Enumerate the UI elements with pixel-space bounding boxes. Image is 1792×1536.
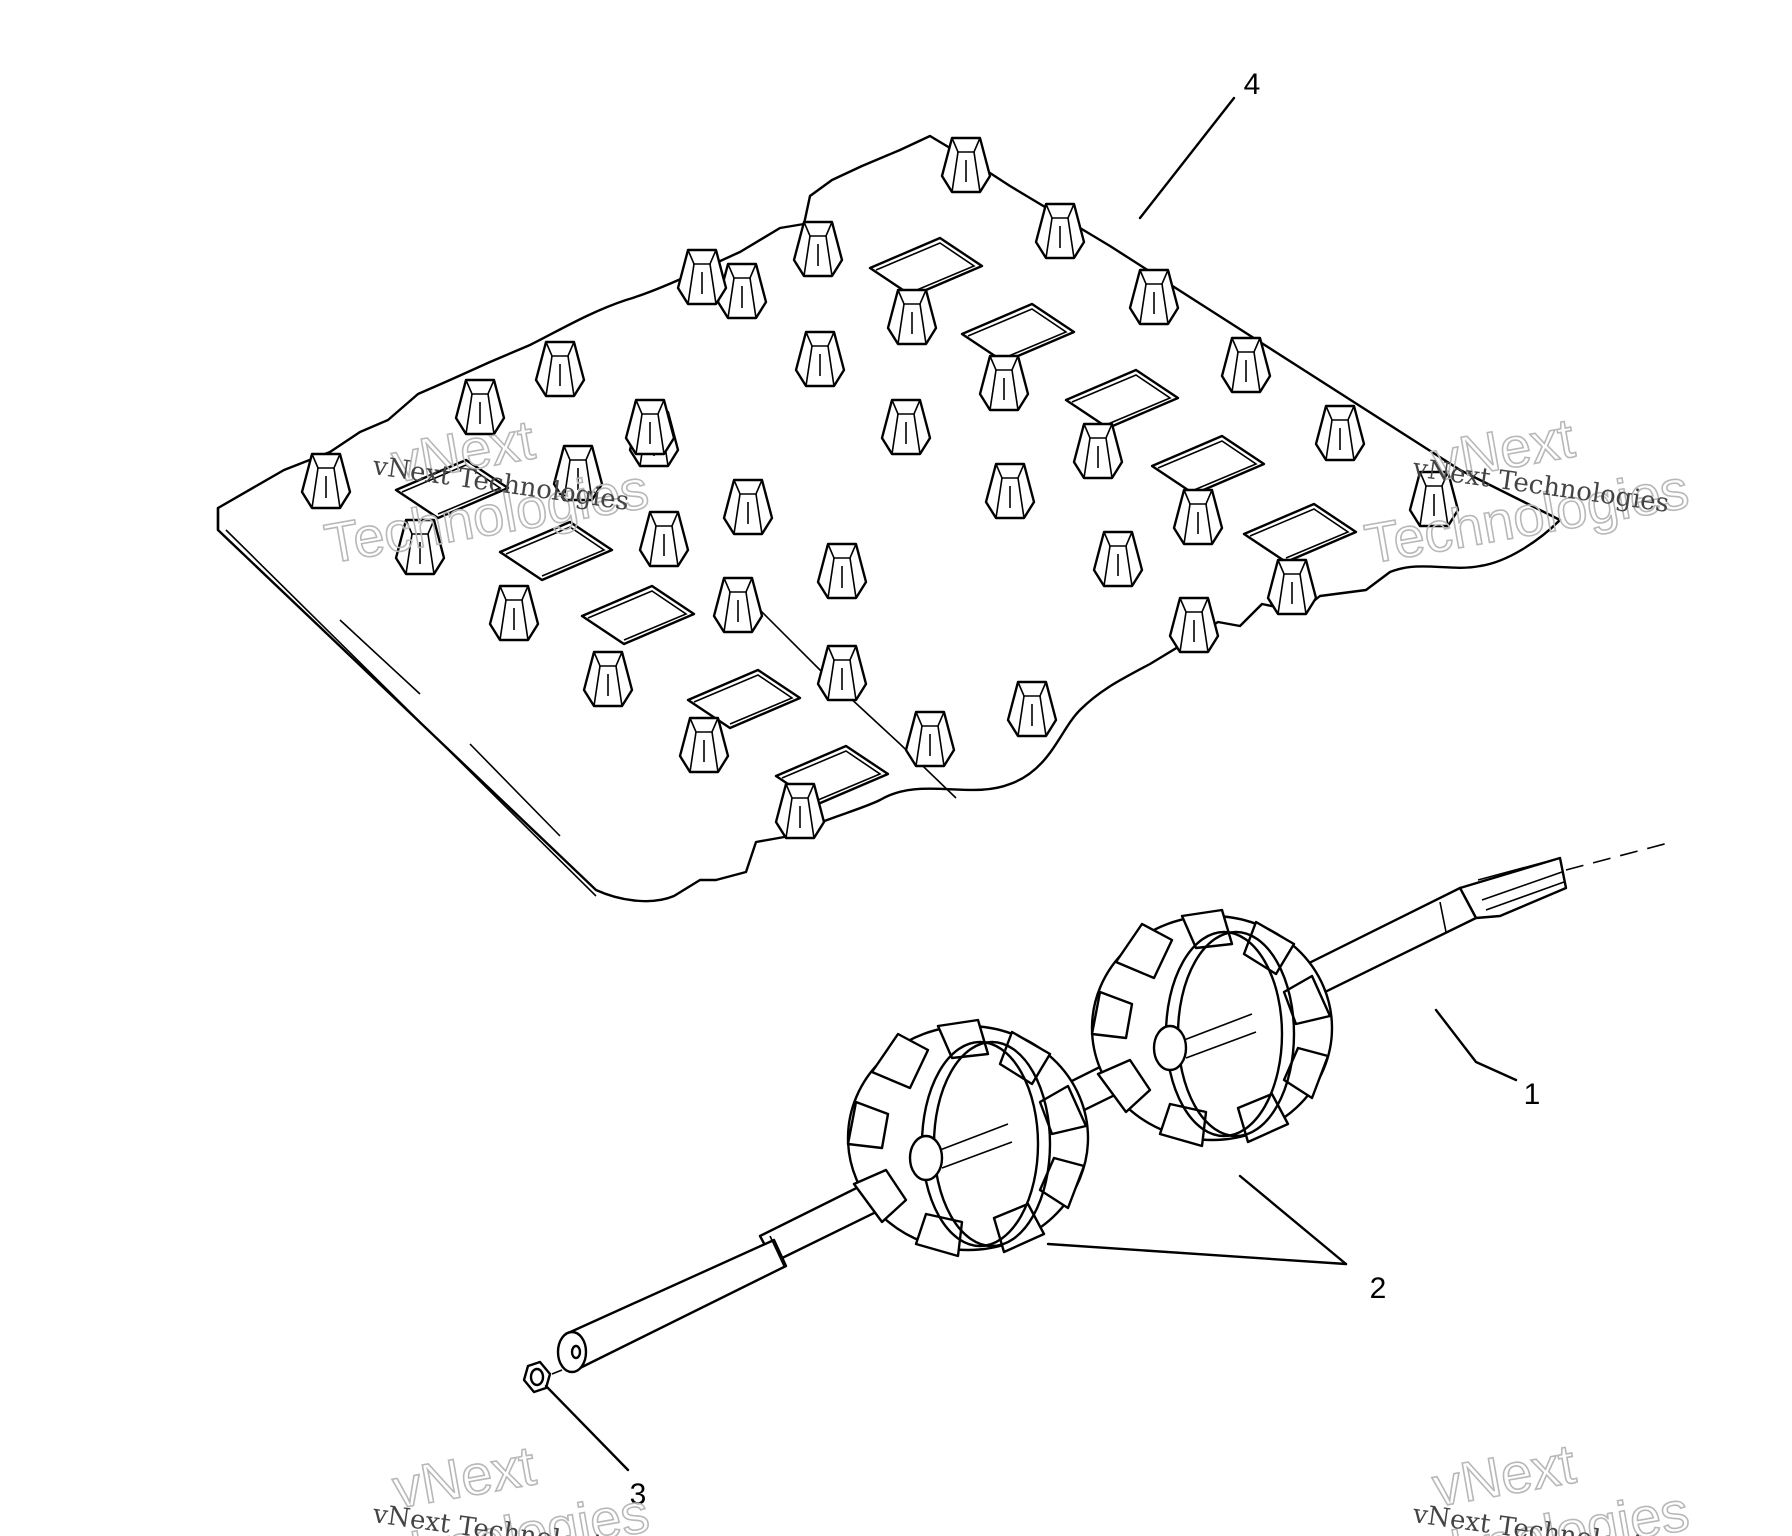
callout-4: 4	[1138, 68, 1261, 220]
callout-1: 1	[1434, 1008, 1541, 1111]
callout-label-1: 1	[1524, 1078, 1541, 1111]
drive-shaft-assembly	[556, 841, 1673, 1374]
callout-label-3: 3	[630, 1478, 647, 1511]
callout-label-4: 4	[1244, 68, 1261, 101]
callout-2: 2	[1046, 1174, 1387, 1305]
callout-label-2: 2	[1370, 1272, 1387, 1305]
callout-3: 3	[544, 1384, 647, 1511]
track-section	[216, 134, 1562, 903]
end-bolt	[522, 1360, 563, 1394]
